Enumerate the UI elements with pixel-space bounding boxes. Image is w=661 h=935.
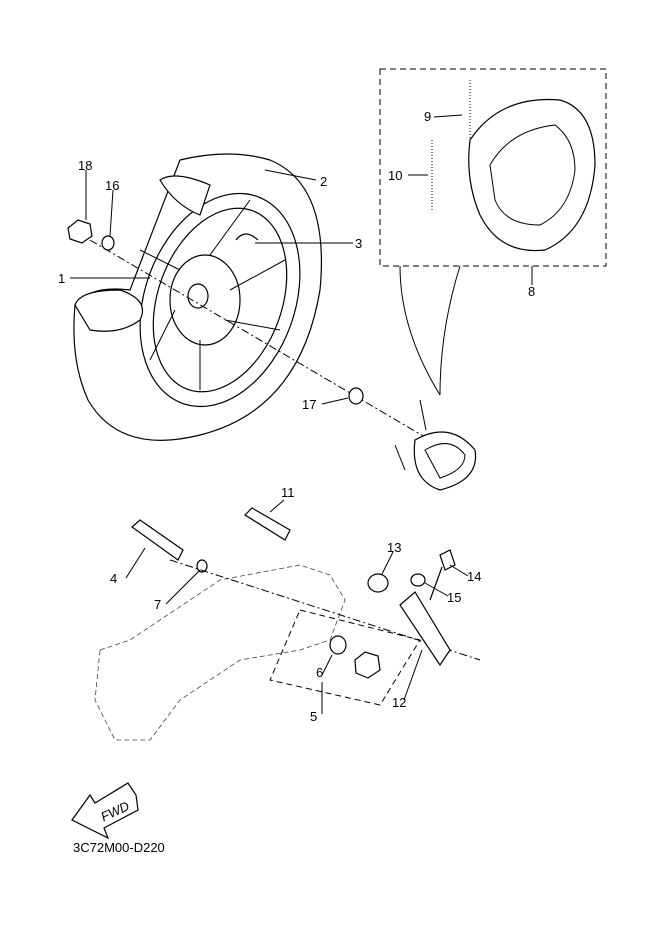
callout-3: 3 xyxy=(355,236,362,251)
valve-3 xyxy=(235,233,259,241)
washer-6 xyxy=(329,635,347,655)
brake-shoe-inset-box xyxy=(379,68,607,267)
pivot-centerline xyxy=(169,559,481,661)
crankcase-ghost xyxy=(94,564,346,741)
callout-2: 2 xyxy=(320,174,327,189)
shaft-4 xyxy=(131,519,184,561)
callout-14: 14 xyxy=(467,569,481,584)
washer-17 xyxy=(348,387,364,405)
callout-16: 16 xyxy=(105,178,119,193)
callout-1: 1 xyxy=(58,271,65,286)
callout-13: 13 xyxy=(387,540,401,555)
callout-5: 5 xyxy=(310,709,317,724)
nut-18 xyxy=(67,219,93,244)
callout-4: 4 xyxy=(110,571,117,586)
washer-13 xyxy=(367,573,389,593)
bolt-14 xyxy=(429,549,456,601)
fwd-arrow-icon: FWD xyxy=(71,782,139,840)
diagram-code: 3C72M00-D220 xyxy=(73,840,165,855)
callout-10: 10 xyxy=(388,168,402,183)
shaft-11 xyxy=(244,507,291,541)
o-ring-7 xyxy=(196,559,208,573)
washer-15 xyxy=(410,573,426,587)
callout-11: 11 xyxy=(281,485,295,500)
callout-6: 6 xyxy=(316,665,323,680)
callout-15: 15 xyxy=(447,590,461,605)
callout-12: 12 xyxy=(392,695,406,710)
nut-5 xyxy=(354,651,381,679)
brake-shoe-small xyxy=(394,399,477,491)
callout-8: 8 xyxy=(528,284,535,299)
washer-16 xyxy=(101,235,115,251)
inset-pointer xyxy=(399,265,461,396)
callout-9: 9 xyxy=(424,109,431,124)
callout-18: 18 xyxy=(78,158,92,173)
brake-shoes-large xyxy=(431,80,596,252)
callout-7: 7 xyxy=(154,597,161,612)
callout-17: 17 xyxy=(302,397,316,412)
axle-centerline xyxy=(89,239,431,441)
rear-wheel xyxy=(73,153,323,441)
bracket-outline-5 xyxy=(269,609,421,706)
arm-12 xyxy=(399,591,451,667)
